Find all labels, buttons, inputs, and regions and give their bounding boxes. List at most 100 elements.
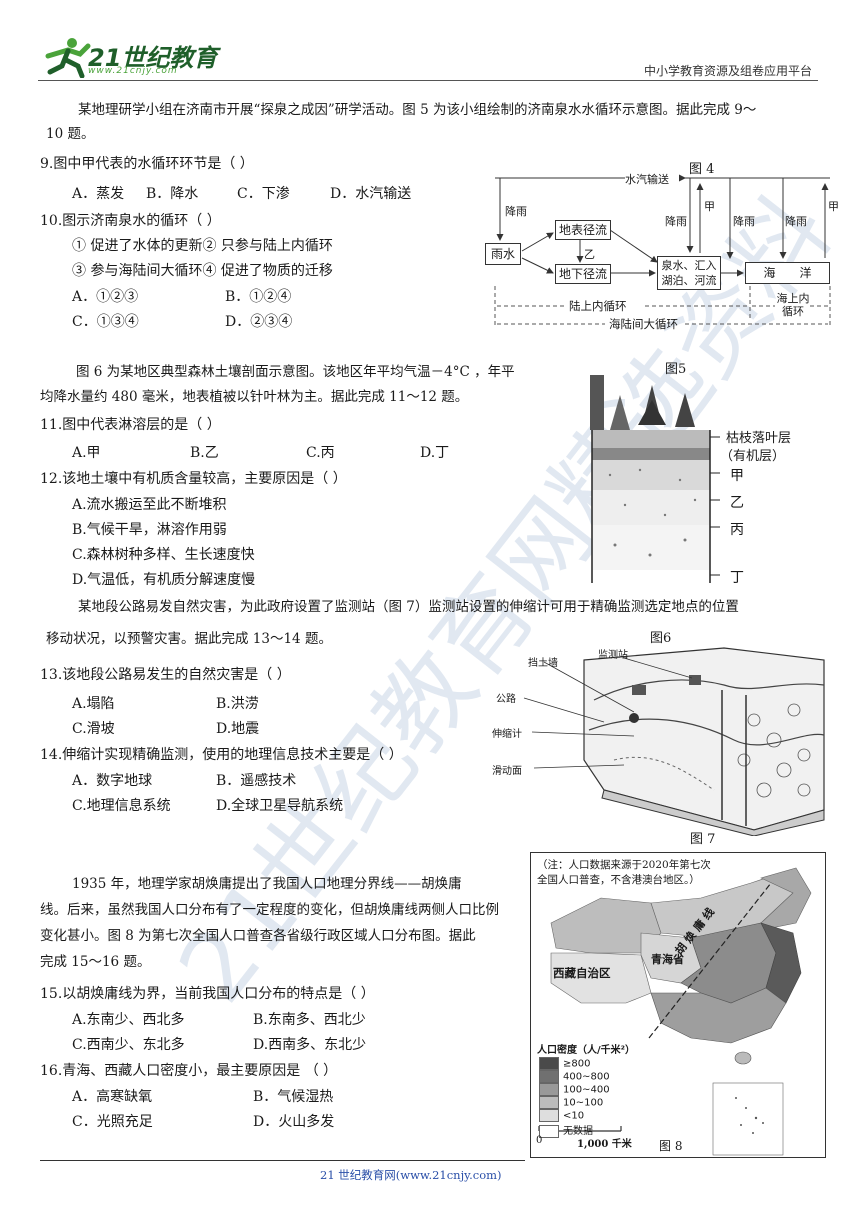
q14-option-c[interactable]: C.地理信息系统 (72, 798, 171, 814)
q15-stem: 15.以胡焕庸线为界，当前我国人口分布的特点是（ ） (40, 986, 375, 1002)
q13-option-a[interactable]: A.塌陷 (72, 696, 115, 712)
fig4-rain-4: 降雨 (785, 215, 807, 228)
header-logo: 21世纪教育 www.21cnjy.com (38, 36, 238, 80)
scale-zero: 0 (536, 1135, 543, 1146)
legend-row-6: 无数据 (539, 1122, 593, 1138)
q10-option-c[interactable]: C．①③④ (72, 314, 139, 330)
runner-logo-icon (45, 38, 91, 78)
fig4-rain-2: 降雨 (665, 215, 687, 228)
fig7-label-slip-surface: 滑动面 (492, 766, 522, 777)
china-map-drawing (538, 867, 812, 1156)
intro-q9-10-line2: 10 题。 (46, 126, 95, 142)
q16-option-b[interactable]: B．气候湿热 (253, 1089, 334, 1105)
q9-option-a[interactable]: A．蒸发 (72, 186, 125, 202)
q10-statement-1: ① 促进了水体的更新② 只参与陆上内循环 (72, 238, 333, 254)
q12-stem: 12.该地土壤中有机质含量较高，主要原因是（ ） (40, 471, 347, 487)
intro-q11-12-line1: 图 6 为某地区典型森林土壤剖面示意图。该地区年平均气温－4°C ，年平 (76, 364, 515, 380)
q12-option-c[interactable]: C.森林树种多样、生长速度快 (72, 547, 255, 563)
fig4-rain-1: 降雨 (505, 205, 527, 218)
q14-stem: 14.伸缩计实现精确监测，使用的地理信息技术主要是（ ） (40, 747, 403, 763)
fig4-jia-right: 甲 (828, 200, 839, 213)
fig8-caption: 图 8 (659, 1139, 683, 1153)
q10-stem: 10.图示济南泉水的循环（ ） (40, 213, 221, 229)
q15-option-c[interactable]: C.西南少、东北多 (72, 1037, 185, 1053)
fig7-caption: 图 7 (690, 832, 716, 847)
fig5-caption: 图5 (665, 362, 687, 377)
q10-option-b[interactable]: B．①②④ (225, 289, 292, 305)
intro-q11-12-line2: 均降水量约 480 毫米，地表植被以针叶林为主。据此完成 11～12 题。 (40, 389, 469, 405)
legend-row-3: 100~400 (539, 1083, 610, 1096)
fig4-rain-3: 降雨 (733, 215, 755, 228)
soil-profile-drawing (590, 375, 720, 583)
landslide-drawing (523, 647, 825, 836)
q15-option-d[interactable]: D.西南多、东北少 (253, 1037, 367, 1053)
q14-option-d[interactable]: D.全球卫星导航系统 (216, 798, 344, 814)
box-spring: 泉水、汇入湖泊、河流 (657, 256, 721, 290)
fig7-label-road: 公路 (496, 694, 516, 705)
q16-option-c[interactable]: C．光照充足 (72, 1114, 153, 1130)
q10-option-d[interactable]: D．②③④ (225, 314, 293, 330)
header-right-text: 中小学教育资源及组卷应用平台 (643, 64, 812, 78)
q9-option-d[interactable]: D．水汽输送 (330, 186, 412, 202)
legend-row-5: <10 (539, 1109, 584, 1122)
fig6-organic-label: （有机层） (720, 449, 786, 464)
q16-stem: 16.青海、西藏人口密度小，最主要原因是 （ ） (40, 1063, 338, 1079)
footer-text[interactable]: 21 世纪教育网(www.21cnjy.com) (320, 1168, 502, 1182)
q16-option-d[interactable]: D．火山多发 (253, 1114, 335, 1130)
q12-option-b[interactable]: B.气候干旱，淋溶作用弱 (72, 522, 227, 538)
water-cycle-arrows (494, 174, 831, 328)
fig6-litter-label: 枯枝落叶层 (726, 431, 792, 446)
logo-text: 21世纪教育 (88, 44, 218, 72)
legend-title: 人口密度（人/千米²） (537, 1045, 636, 1056)
intro-q15-16-line1: 1935 年，地理学家胡焕庸提出了我国人口地理分界线——胡焕庸 (72, 876, 462, 892)
fig4-land-cycle: 陆上内循环 (569, 299, 627, 313)
intro-q13-14-line1: 某地段公路易发自然灾害，为此政府设置了监测站（图 7）监测站设置的伸缩计可用于精… (78, 599, 739, 615)
legend-row-4: 10~100 (539, 1096, 603, 1109)
fig6-label-jia: 甲 (730, 468, 744, 484)
fig6-caption: 图6 (650, 631, 672, 646)
fig6-label-yi: 乙 (730, 495, 744, 511)
fig4-title: 图 4 (689, 162, 715, 177)
q11-option-d[interactable]: D.丁 (420, 445, 450, 461)
intro-q9-10-line1: 某地理研学小组在济南市开展“探泉之成因”研学活动。图 5 为该小组绘制的济南泉水… (78, 102, 757, 118)
q10-option-a[interactable]: A．①②③ (72, 289, 139, 305)
q16-option-a[interactable]: A．高寒缺氧 (72, 1089, 153, 1105)
box-ocean: 海 洋 (745, 262, 830, 284)
landslide-figure: 挡土墙 监测站 公路 伸缩计 滑动面 (484, 640, 840, 840)
logo-url: www.21cnjy.com (88, 66, 178, 76)
q9-option-c[interactable]: C．下渗 (237, 186, 290, 202)
q15-option-b[interactable]: B.东南多、西北少 (253, 1012, 366, 1028)
q12-option-d[interactable]: D.气温低，有机质分解速度慢 (72, 572, 256, 588)
intro-q13-14-line2: 移动状况，以预警灾害。据此完成 13～14 题。 (46, 631, 332, 647)
water-cycle-diagram: 图 4 水汽输送 甲 甲 降雨 降雨 降雨 降雨 雨水 地表径流 乙 地下径流 … (485, 158, 840, 340)
fig4-sea-cycle: 海上内循环 (776, 292, 810, 318)
q11-option-c[interactable]: C.丙 (306, 445, 335, 461)
q15-option-a[interactable]: A.东南少、西北多 (72, 1012, 185, 1028)
q13-option-d[interactable]: D.地震 (216, 721, 260, 737)
q12-option-a[interactable]: A.流水搬运至此不断堆积 (72, 497, 227, 513)
fig4-jia-top: 甲 (704, 200, 715, 213)
legend-row-2: 400~800 (539, 1070, 610, 1083)
q11-option-b[interactable]: B.乙 (190, 445, 219, 461)
q14-option-b[interactable]: B．遥感技术 (216, 773, 297, 789)
header-rule (38, 80, 818, 81)
q14-option-a[interactable]: A．数字地球 (72, 773, 153, 789)
legend-row-1: ≥800 (539, 1057, 590, 1070)
q11-option-a[interactable]: A.甲 (72, 445, 101, 461)
fig4-vapor-label: 水汽输送 (625, 171, 669, 187)
box-surface-runoff: 地表径流 (555, 220, 611, 240)
fig7-label-extensometer: 伸缩计 (492, 729, 522, 740)
population-map: （注：人口数据来源于2020年第七次 全国人口普查，不含港澳台地区。） 青海省 (530, 852, 826, 1158)
box-rain: 雨水 (485, 243, 521, 265)
q13-option-b[interactable]: B.洪涝 (216, 696, 259, 712)
q9-option-b[interactable]: B．降水 (146, 186, 199, 202)
scale-label: 1,000 千米 (577, 1139, 632, 1150)
q13-option-c[interactable]: C.滑坡 (72, 721, 115, 737)
fig8-note-line1: （注：人口数据来源于2020年第七次 (537, 859, 711, 871)
label-xizang: 西藏自治区 (553, 966, 611, 980)
fig8-note-line2: 全国人口普查，不含港澳台地区。） (537, 874, 700, 886)
intro-q15-16-line2: 线。后来，虽然我国人口分布有了一定程度的变化，但胡焕庸线两侧人口比例 (40, 902, 499, 918)
fig7-label-station: 监测站 (598, 650, 628, 661)
q10-statement-2: ③ 参与海陆间大循环④ 促进了物质的迁移 (72, 263, 333, 279)
q9-stem: 9.图中甲代表的水循环环节是（ ） (40, 156, 254, 172)
